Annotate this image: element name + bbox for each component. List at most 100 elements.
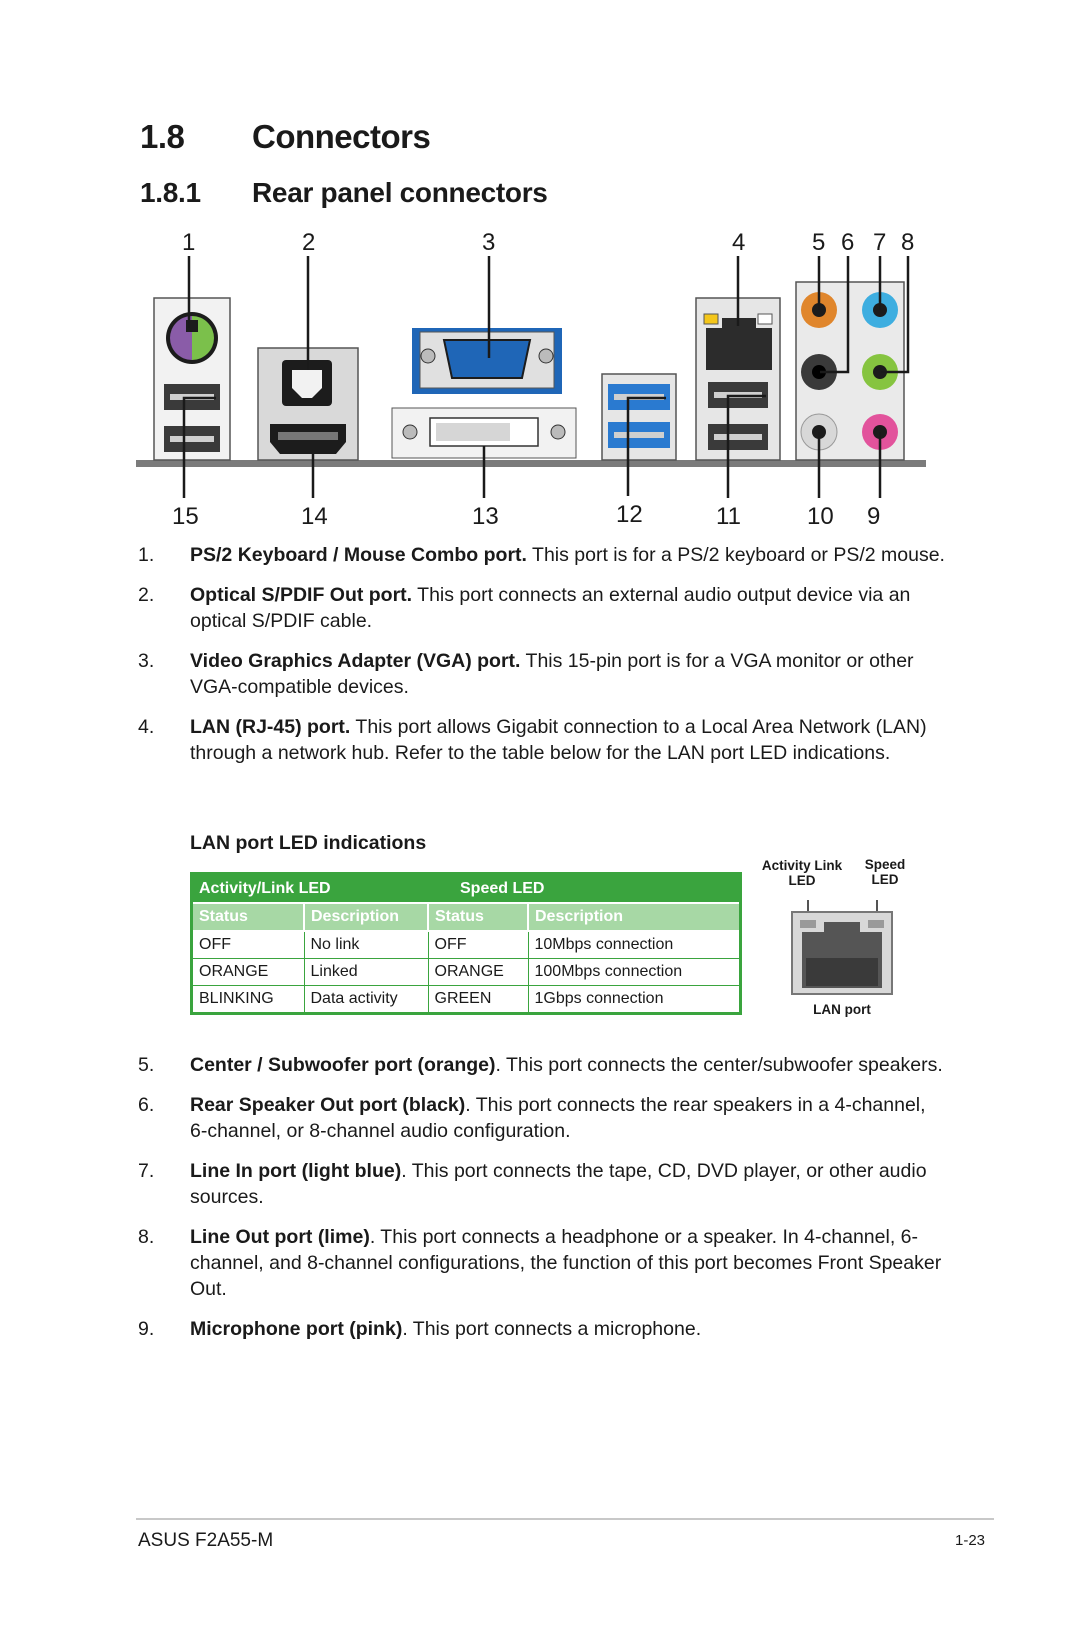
list-item: 4. LAN (RJ-45) port. This port allows Gi… <box>138 714 948 766</box>
item-number: 9. <box>138 1318 155 1340</box>
callout-top-3: 3 <box>482 232 495 256</box>
list-item: 7. Line In port (light blue). This port … <box>138 1158 948 1210</box>
item-title: Line In port (light blue) <box>190 1160 402 1182</box>
table-row: ORANGE Linked ORANGE 100Mbps connection <box>191 958 741 986</box>
item-title: Optical S/PDIF Out port. <box>190 584 413 606</box>
list-item: 2. Optical S/PDIF Out port. This port co… <box>138 582 948 634</box>
callout-bottom-11: 11 <box>716 503 741 530</box>
callout-top-7: 7 <box>873 232 886 256</box>
item-number: 6. <box>138 1094 155 1116</box>
list-item: 6. Rear Speaker Out port (black). This p… <box>138 1092 948 1144</box>
item-title: Microphone port (pink) <box>190 1318 403 1340</box>
callout-bottom-13: 13 <box>472 503 499 530</box>
callout-leaders <box>182 256 910 498</box>
table-row: BLINKING Data activity GREEN 1Gbps conne… <box>191 985 741 1014</box>
usb-port-lower <box>164 426 220 452</box>
table-row: OFF No link OFF 10Mbps connection <box>191 930 741 959</box>
lan-led-table: Activity/Link LED Speed LED Status Descr… <box>190 872 742 1015</box>
item-number: 5. <box>138 1054 155 1076</box>
usb-port-lan-lower <box>708 424 768 450</box>
callout-top-1: 1 <box>182 232 195 256</box>
usb3-port-lower <box>608 422 670 448</box>
section-title: Connectors <box>252 118 431 155</box>
item-title: Rear Speaker Out port (black) <box>190 1094 466 1116</box>
panel-base <box>136 460 926 467</box>
item-title: Line Out port (lime) <box>190 1226 370 1248</box>
callout-top-6: 6 <box>841 232 854 256</box>
footer-product: ASUS F2A55-M <box>138 1530 274 1551</box>
table-cell: ORANGE <box>427 958 529 986</box>
footer-divider <box>136 1518 994 1520</box>
item-text: . This port connects a microphone. <box>402 1318 702 1340</box>
callout-bottom-9: 9 <box>867 503 880 530</box>
table-cell: No link <box>303 930 429 959</box>
lan-usb-stack <box>695 297 781 461</box>
column-header: Status <box>427 902 529 932</box>
list-item: 9. Microphone port (pink). This port con… <box>138 1316 948 1342</box>
vga-port <box>442 339 532 379</box>
footer-page-number: 1-23 <box>955 1532 986 1549</box>
section-number: 1.8 <box>140 118 185 155</box>
lan-port-caption: LAN port <box>813 1002 871 1017</box>
callout-bottom-15: 15 <box>172 503 199 530</box>
lan-port-figure <box>791 900 893 995</box>
audio-jack-rear-black <box>801 354 837 390</box>
callout-bottom-14: 14 <box>301 503 328 530</box>
group-header-speed: Speed LED <box>428 873 741 903</box>
group-header-activity: Activity/Link LED <box>191 873 428 903</box>
item-number: 8. <box>138 1226 155 1248</box>
column-header: Description <box>303 902 429 932</box>
audio-jack-line-out-lime <box>862 354 898 390</box>
item-title: Center / Subwoofer port (orange) <box>190 1054 496 1076</box>
table-cell: Data activity <box>303 985 429 1014</box>
usb3-stack <box>601 373 677 461</box>
column-header: Status <box>190 902 305 932</box>
subsection-number: 1.8.1 <box>140 177 201 208</box>
lan-led-heading: LAN port LED indications <box>190 832 427 854</box>
callout-bottom-12: 12 <box>616 501 643 528</box>
column-header: Description <box>527 902 742 932</box>
speed-led-label: Speed LED <box>864 857 906 887</box>
item-title: Video Graphics Adapter (VGA) port. <box>190 650 521 672</box>
item-text: . This port connects a headphone or a sp… <box>190 1226 942 1300</box>
connector-list-a: 1. PS/2 Keyboard / Mouse Combo port. Thi… <box>138 542 948 780</box>
item-number: 4. <box>138 716 155 738</box>
list-item: 8. Line Out port (lime). This port conne… <box>138 1224 948 1302</box>
callout-top-8: 8 <box>901 232 914 256</box>
table-cell: Linked <box>303 958 429 986</box>
callout-top-5: 5 <box>812 232 825 256</box>
item-text: This 15-pin port is for a VGA monitor or… <box>190 650 914 698</box>
item-number: 3. <box>138 650 155 672</box>
item-text: This port is for a PS/2 keyboard or PS/2… <box>526 544 945 566</box>
item-text: . This port connects the rear speakers i… <box>190 1094 926 1142</box>
rear-panel-diagram: 1 2 3 4 5 6 7 8 15 14 13 12 11 10 9 <box>136 232 926 530</box>
callout-bottom-10: 10 <box>807 503 834 530</box>
table-group-header: Activity/Link LED Speed LED <box>191 873 741 903</box>
vga-dvi-stack <box>391 328 577 459</box>
table-cell: OFF <box>191 930 305 959</box>
item-number: 1. <box>138 544 155 566</box>
item-text: . This port connects the center/subwoofe… <box>495 1054 943 1076</box>
ps2-usb-stack <box>153 297 231 461</box>
item-number: 7. <box>138 1160 155 1182</box>
table-cell: 100Mbps connection <box>527 958 741 986</box>
list-item: 1. PS/2 Keyboard / Mouse Combo port. Thi… <box>138 542 948 568</box>
list-item: 5. Center / Subwoofer port (orange). Thi… <box>138 1052 948 1078</box>
list-item: 3. Video Graphics Adapter (VGA) port. Th… <box>138 648 948 700</box>
table-cell: ORANGE <box>191 958 305 986</box>
lan-port <box>706 328 772 370</box>
item-text: This port allows Gigabit connection to a… <box>190 716 927 764</box>
table-cell: BLINKING <box>191 985 305 1014</box>
table-cell: GREEN <box>427 985 529 1014</box>
item-text: . This port connects the tape, CD, DVD p… <box>190 1160 927 1208</box>
connector-list-b: 5. Center / Subwoofer port (orange). Thi… <box>138 1052 948 1356</box>
table-column-header: Status Description Status Description <box>190 902 742 932</box>
subsection-title: Rear panel connectors <box>252 177 548 208</box>
item-text: This port connects an external audio out… <box>190 584 911 632</box>
item-number: 2. <box>138 584 155 606</box>
item-title: PS/2 Keyboard / Mouse Combo port. <box>190 544 527 566</box>
table-cell: 10Mbps connection <box>527 930 741 959</box>
callout-top-2: 2 <box>302 232 315 256</box>
table-cell: OFF <box>427 930 529 959</box>
activity-link-led-label: Activity Link LED <box>761 858 843 888</box>
